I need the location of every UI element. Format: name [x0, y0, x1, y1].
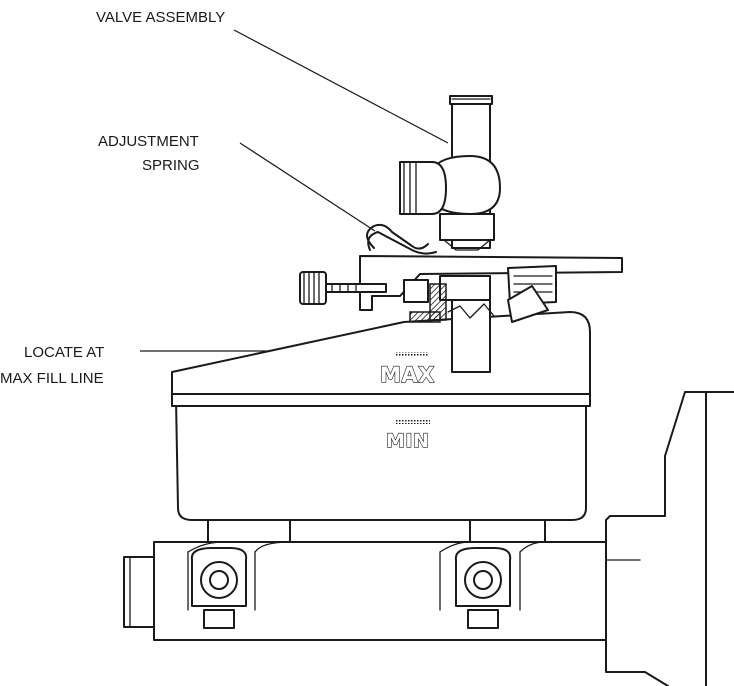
max-fill-line: [396, 352, 428, 356]
valve-bracket: [359, 255, 623, 323]
label-adjustment-spring-line1: ADJUSTMENT: [98, 133, 199, 150]
min-fill-line: [396, 420, 430, 424]
fluid-reservoir: [171, 311, 591, 521]
leader-valve-assembly: [233, 29, 449, 144]
brake-line-port-right: [454, 547, 512, 629]
valve-assembly: [399, 95, 501, 251]
adjustment-screw: [299, 271, 429, 305]
sensor-tube: [447, 299, 495, 373]
marking-min: MIN: [386, 430, 429, 452]
label-adjustment-spring-line2: SPRING: [142, 157, 200, 174]
brake-line-port-left: [190, 547, 248, 629]
brake-booster: [605, 391, 734, 686]
label-valve-assembly: VALVE ASSEMBLY: [96, 9, 225, 26]
marking-max: MAX: [380, 363, 435, 387]
label-locate-at-line2: MAX FILL LINE: [0, 370, 104, 387]
leader-adjustment-spring: [239, 142, 376, 232]
label-locate-at-line1: LOCATE AT: [24, 344, 104, 361]
adjustment-spring: [366, 223, 437, 255]
